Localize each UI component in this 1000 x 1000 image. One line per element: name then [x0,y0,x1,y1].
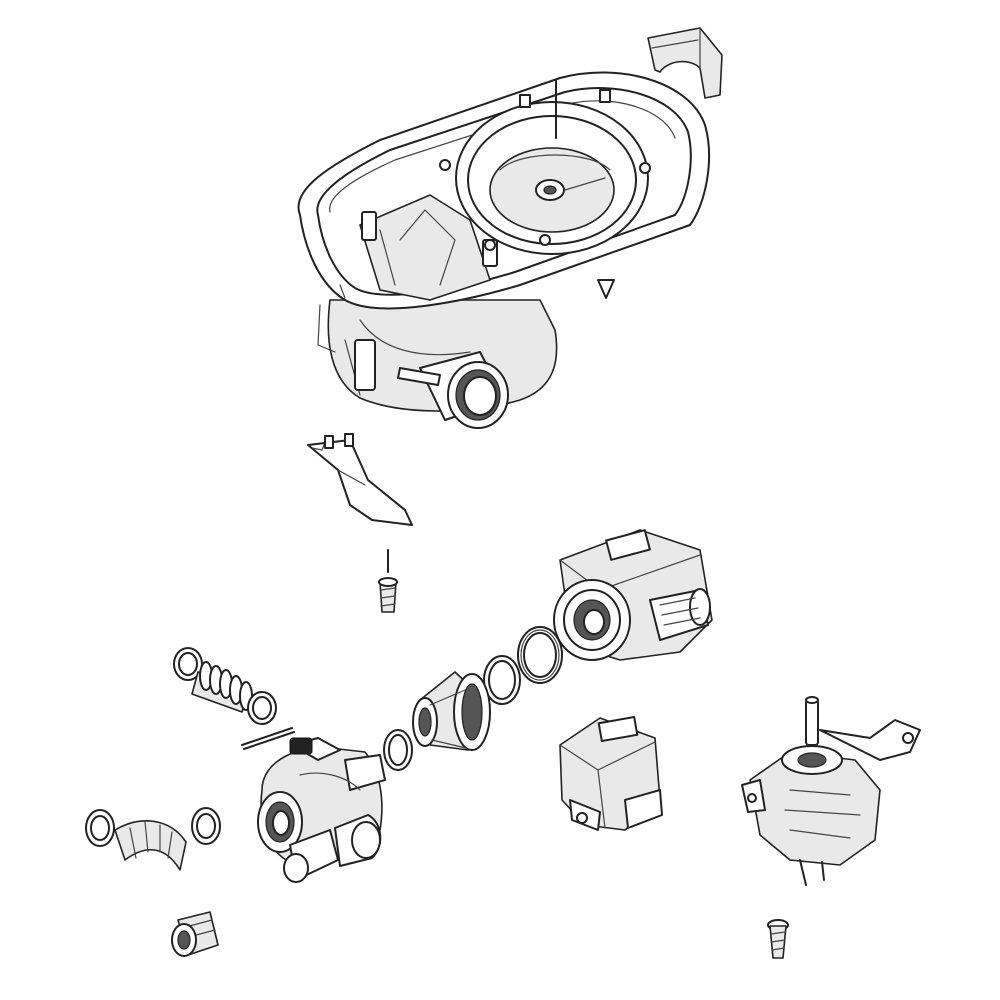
diverter-screw [767,919,789,959]
retaining-pin [241,727,295,750]
sump-housing [297,71,711,429]
circulation-pump-motor [553,529,713,661]
sump-clip-cover [647,27,723,99]
bracket-screw [378,549,398,613]
drain-pump [559,716,663,831]
mounting-bracket [307,433,413,526]
pump-clamp-ring [517,626,563,684]
elbow-hose [85,807,221,871]
pump-seal-ring [483,655,521,705]
hose-adapter [171,911,219,957]
o-ring-gasket [383,729,413,771]
diverter-motor [741,696,921,886]
diverter-valve-assembly [257,737,386,883]
pump-impeller-housing [412,671,491,751]
corrugated-drain-hose [173,647,277,725]
